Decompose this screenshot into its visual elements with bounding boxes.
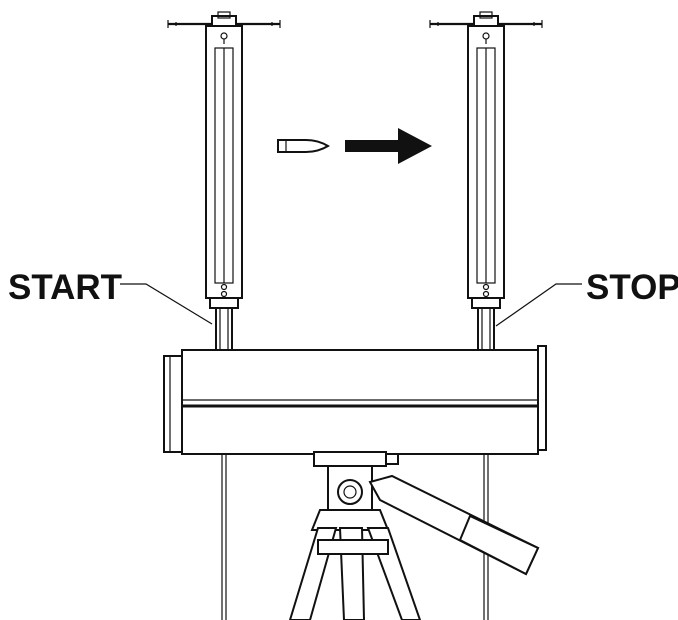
start-label: START bbox=[8, 268, 122, 307]
start-skyscreen-rod bbox=[205, 25, 243, 299]
start-leader-line bbox=[120, 283, 213, 325]
stop-sensor bbox=[471, 297, 501, 357]
start-skyscreen bbox=[167, 11, 281, 620]
stop-skyscreen bbox=[429, 11, 543, 620]
bullet-icon bbox=[277, 139, 330, 153]
tripod bbox=[288, 451, 540, 620]
start-sensor bbox=[209, 297, 239, 357]
stop-skyscreen-top-bar bbox=[429, 11, 543, 28]
chronograph-rail bbox=[163, 345, 547, 455]
stop-skyscreen-rod bbox=[467, 25, 505, 299]
stop-label: STOP bbox=[586, 268, 678, 307]
stop-leader-line bbox=[495, 283, 582, 327]
right-arrow-icon bbox=[345, 128, 432, 164]
